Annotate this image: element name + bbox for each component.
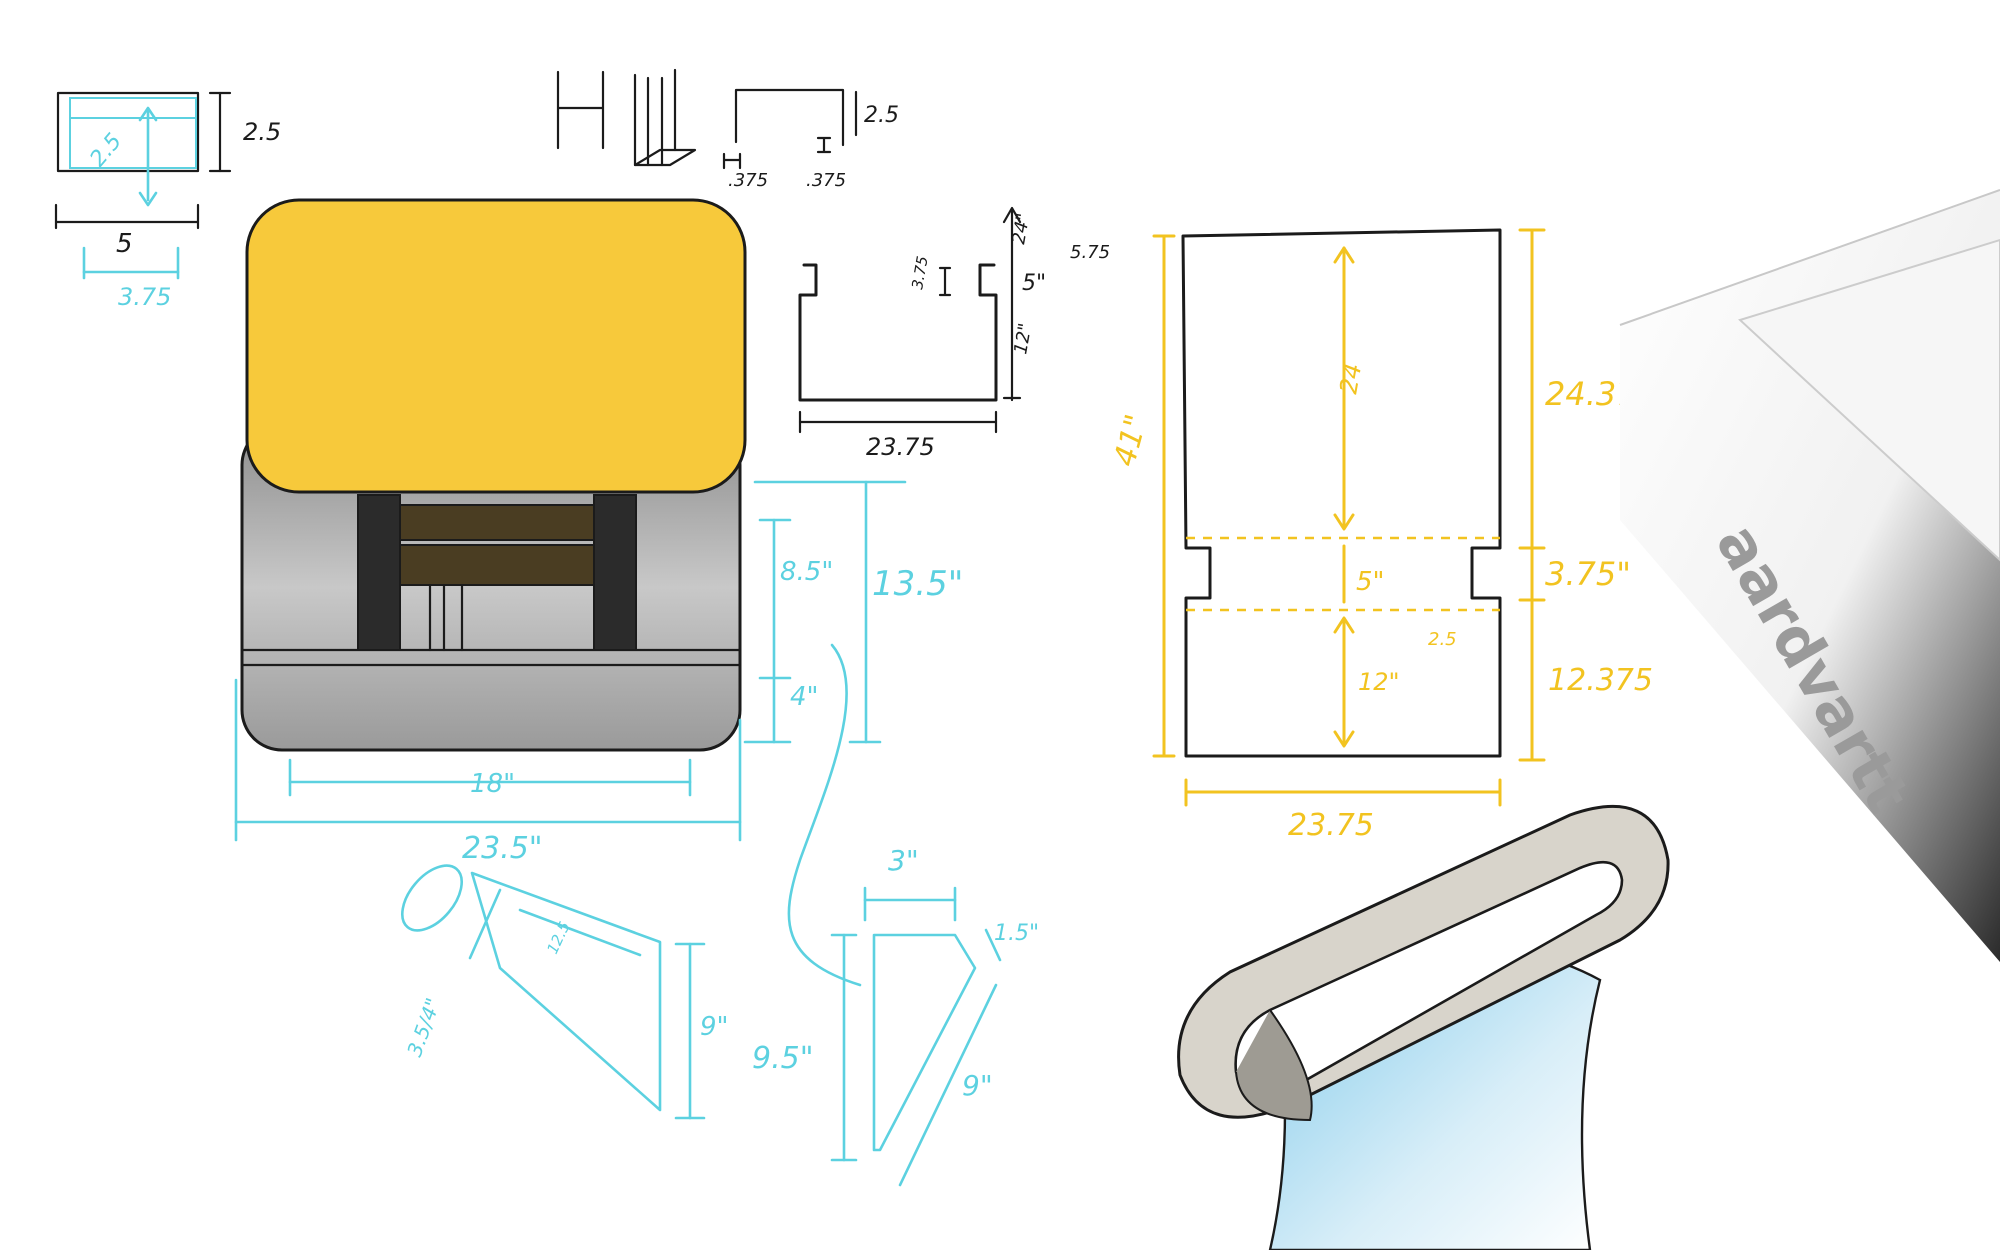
label-wedge-height: 9": [700, 1012, 729, 1042]
side-profile-sketch: 3" 1.5" 9.5" 9": [752, 844, 1039, 1187]
bag-strap-left: [357, 494, 401, 651]
profile-slant-dimension: [898, 983, 998, 1187]
wedge-slope-dimension: [518, 908, 642, 957]
block-outline: [56, 91, 200, 173]
bag-drawing: 8.5" 4" 13.5" 18" 23.5": [234, 198, 963, 987]
label-block-width: 5: [116, 229, 133, 259]
bag-panel-upper: [399, 504, 595, 541]
buckle-strap-sketch: [1177, 804, 1670, 1250]
label-panel-width: 23.75: [1288, 808, 1374, 843]
wedge-diameter-dimension: [468, 888, 502, 960]
arrow-icon: [1002, 206, 1022, 224]
u-channel-sketch: 23.75 24" 5" 12" 3.75 5.75: [798, 206, 1110, 461]
profile-bevel-dimension: [984, 928, 1002, 962]
panel-outline: [1181, 228, 1502, 758]
render-inner-well: [1738, 238, 2000, 562]
bag-panel-lower: [399, 544, 595, 586]
top-center-profile-sketches: 2.5 .375 .375: [556, 68, 899, 191]
label-profile-height: 9.5": [752, 1041, 814, 1076]
side-profile-outline: [872, 933, 977, 1152]
h-frame-sketch: [556, 70, 605, 150]
panel-sketch: 24 5" 12" 2.5 41" 24.375" 3.75" 12.375 2…: [1107, 228, 1672, 843]
label-notch: 3.75: [908, 255, 932, 291]
channel-sketch: [734, 88, 845, 147]
arrow-icon: [1333, 730, 1355, 748]
arrow-icon: [138, 191, 158, 207]
label-panel-middle-inner: 5": [1356, 567, 1385, 597]
post-base-sketch: [633, 148, 697, 167]
label-u-channel-12: 12": [1010, 322, 1036, 356]
label-panel-right-lower: 12.375: [1548, 663, 1653, 698]
label-profile-slant: 9": [962, 1069, 993, 1102]
label-channel-height: 2.5: [864, 103, 899, 128]
post-sketch: [633, 68, 677, 167]
label-panel-right-middle: 3.75": [1545, 555, 1631, 593]
render-edge: [1619, 189, 2000, 326]
bag-cushion: [245, 198, 747, 494]
label-block-height: 2.5: [243, 118, 281, 146]
label-panel-overall-height: 41": [1107, 411, 1154, 470]
label-side-note: 5.75: [1070, 242, 1110, 263]
label-bag-outer-width: 23.5": [462, 831, 543, 866]
label-block-inner-height: 2.5: [85, 129, 127, 172]
arrow-icon: [1333, 616, 1355, 634]
arrow-icon: [1333, 246, 1355, 264]
label-bag-inner-width: 18": [470, 769, 515, 799]
notch-dimension: [938, 266, 952, 297]
label-bag-height-total: 13.5": [872, 564, 963, 604]
cushion-wedge-sketch: 12.5 3.5/4" 9": [401, 864, 729, 1120]
top-left-block-sketch: 2.5 2.5 5 3.75: [54, 91, 281, 311]
label-wedge-dia: 3.5/4": [402, 995, 445, 1060]
label-panel-lower-inner: 12": [1358, 668, 1400, 696]
label-u-channel-width: 23.75: [866, 433, 935, 461]
label-u-channel-24: 24": [1008, 212, 1034, 246]
label-bag-height-top: 8.5": [780, 557, 833, 587]
label-panel-upper-inner: 24: [1334, 361, 1367, 396]
buckle-bar: [1235, 1009, 1313, 1122]
render-tray: aardvartt: [1619, 189, 2000, 962]
block-inner-outline: [69, 97, 197, 169]
arrow-icon: [138, 106, 158, 122]
label-profile-bevel: 1.5": [994, 921, 1039, 946]
label-u-channel-5: 5": [1022, 271, 1046, 296]
gap-dimension-left: [722, 152, 742, 170]
u-channel-outline: [798, 263, 998, 402]
label-bag-height-bottom: 4": [790, 682, 819, 712]
arrow-icon: [1333, 513, 1355, 531]
bag-strap-right: [593, 494, 637, 651]
label-panel-notch: 2.5: [1428, 629, 1457, 650]
label-left-gap: .375: [728, 170, 768, 191]
gap-dimension-right: [816, 136, 832, 154]
leader-line: [787, 643, 862, 987]
label-wedge-slope: 12.5: [543, 919, 573, 957]
label-profile-top: 3": [888, 844, 919, 877]
wedge-end-circle: [401, 864, 463, 932]
label-block-width-cyan: 3.75: [118, 283, 171, 311]
wedge-body: [470, 871, 662, 1112]
label-right-gap: .375: [806, 170, 846, 191]
